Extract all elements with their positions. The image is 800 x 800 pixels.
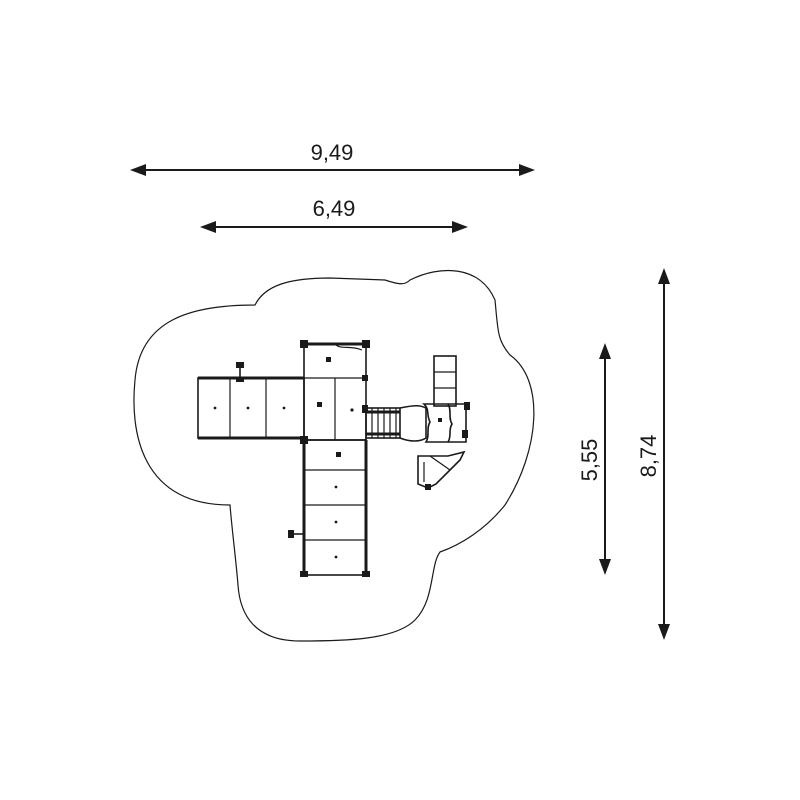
dimension-label-structure-depth: 5,55	[577, 439, 602, 482]
right-slide-tower	[417, 355, 470, 490]
left-bridge-section	[197, 362, 305, 440]
dimension-label-structure-width: 6,49	[313, 196, 356, 221]
safety-zone-outline	[133, 269, 535, 642]
dimension-label-overall-width: 9,49	[311, 140, 354, 165]
ladder-connector	[365, 404, 427, 442]
lower-bridge-section	[288, 439, 370, 577]
dimension-structure-width	[200, 221, 468, 233]
dimension-label-overall-depth: 8,74	[636, 435, 661, 478]
dimension-overall-depth	[658, 268, 670, 640]
dimension-structure-depth	[599, 343, 611, 575]
dimension-overall-width	[130, 164, 535, 176]
central-tower	[300, 340, 370, 444]
